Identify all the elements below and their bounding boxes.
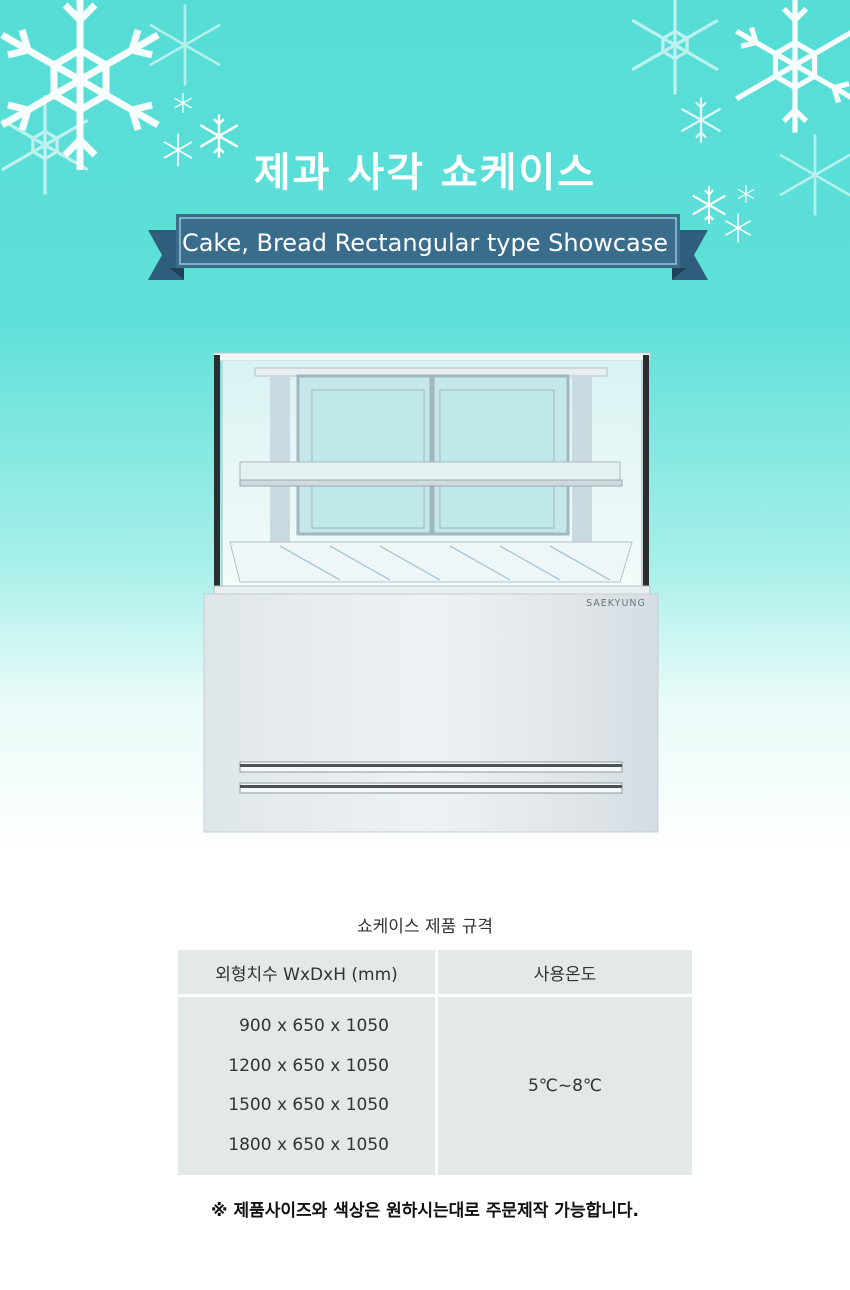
spec-size-value: 1500 x 650 x 1050 xyxy=(228,1095,389,1115)
snowflake-icon xyxy=(680,97,722,143)
snowflake-icon xyxy=(735,0,850,133)
spec-col-size-header: 외형치수 WxDxH (mm) xyxy=(178,950,435,994)
snowflake-icon xyxy=(692,186,726,224)
showcase-product-image: SAEKYUNG xyxy=(203,352,659,833)
spec-size-value: 1800 x 650 x 1050 xyxy=(228,1134,389,1155)
page-subtitle: Cake, Bread Rectangular type Showcase xyxy=(181,229,669,257)
spec-table: 외형치수 WxDxH (mm) 사용온도 900 x 650 x 1050 12… xyxy=(175,947,695,1178)
snowflake-icon xyxy=(199,114,239,158)
snowflake-icon xyxy=(174,93,192,113)
spec-temperature-value: 5℃~8℃ xyxy=(438,997,692,1175)
snowflake-icon xyxy=(725,213,751,243)
snowflake-icon xyxy=(0,0,160,170)
snowflake-icon xyxy=(1,95,89,195)
spec-caption: 쇼케이스 제품 규격 xyxy=(357,917,493,937)
snowflake-icon xyxy=(149,4,221,86)
snowflake-icon xyxy=(779,134,850,216)
spec-col-temp-header: 사용온도 xyxy=(438,950,692,994)
brand-label: SAEKYUNG xyxy=(586,598,646,609)
title-ribbon xyxy=(148,214,708,280)
custom-order-note: ※ 제품사이즈와 색상은 원하시는대로 주문제작 가능합니다. xyxy=(211,1201,639,1221)
page-title: 제과 사각 쇼케이스 xyxy=(253,150,597,196)
snowflake-icon xyxy=(631,0,719,95)
snowflake-icon xyxy=(163,133,193,167)
spec-size-value: 1200 x 650 x 1050 xyxy=(228,1055,389,1076)
spec-sizes-cell: 900 x 650 x 1050 1200 x 650 x 1050 1500 … xyxy=(178,997,435,1175)
snowflake-icon xyxy=(737,185,755,203)
spec-size-value: 900 x 650 x 1050 xyxy=(239,1016,389,1036)
